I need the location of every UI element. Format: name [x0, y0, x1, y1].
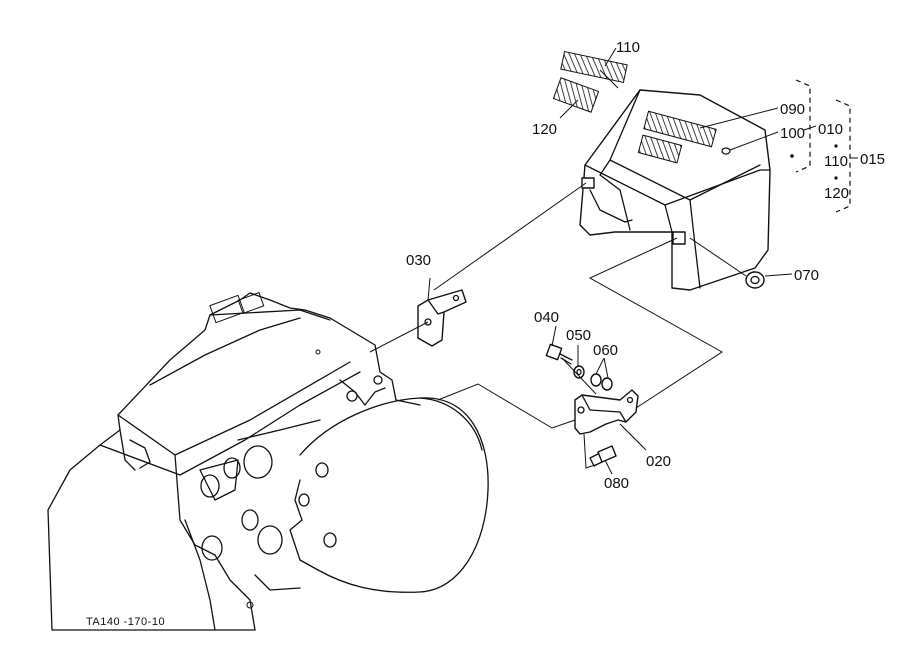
- label-090: 090: [780, 101, 805, 118]
- bracket-030: [417, 289, 467, 347]
- assembly-lines: [369, 69, 747, 469]
- group-brackets: [790, 79, 858, 213]
- label-070: 070: [794, 267, 819, 284]
- label-010: 010: [818, 121, 843, 138]
- label-020: 020: [646, 453, 671, 470]
- decal-110: [560, 50, 628, 84]
- washer-060: [590, 373, 613, 391]
- leader-lines: [427, 47, 817, 475]
- label-040: 040: [534, 309, 559, 326]
- bolt-040: [545, 343, 573, 365]
- engine-block: [47, 292, 489, 631]
- label-015: 015: [860, 151, 885, 168]
- label-060: 060: [593, 342, 618, 359]
- part-labels: 110 120 090 100 010 110 015 120 030 070 …: [86, 39, 885, 628]
- decal-120: [552, 77, 600, 113]
- figure-code: TA140 -170-10: [86, 616, 165, 628]
- label-120-top: 120: [532, 121, 557, 138]
- bolt-080: [589, 445, 617, 467]
- label-030: 030: [406, 252, 431, 269]
- label-120-group: 120: [824, 185, 849, 202]
- label-110-group: 110: [824, 153, 848, 170]
- label-100: 100: [780, 125, 805, 142]
- label-050: 050: [566, 327, 591, 344]
- nut-070: [745, 271, 765, 289]
- cover-assembly-010: [579, 89, 771, 291]
- bracket-020: [574, 389, 639, 435]
- label-110-top: 110: [616, 39, 640, 56]
- washer-050: [573, 365, 585, 379]
- label-080: 080: [604, 475, 629, 492]
